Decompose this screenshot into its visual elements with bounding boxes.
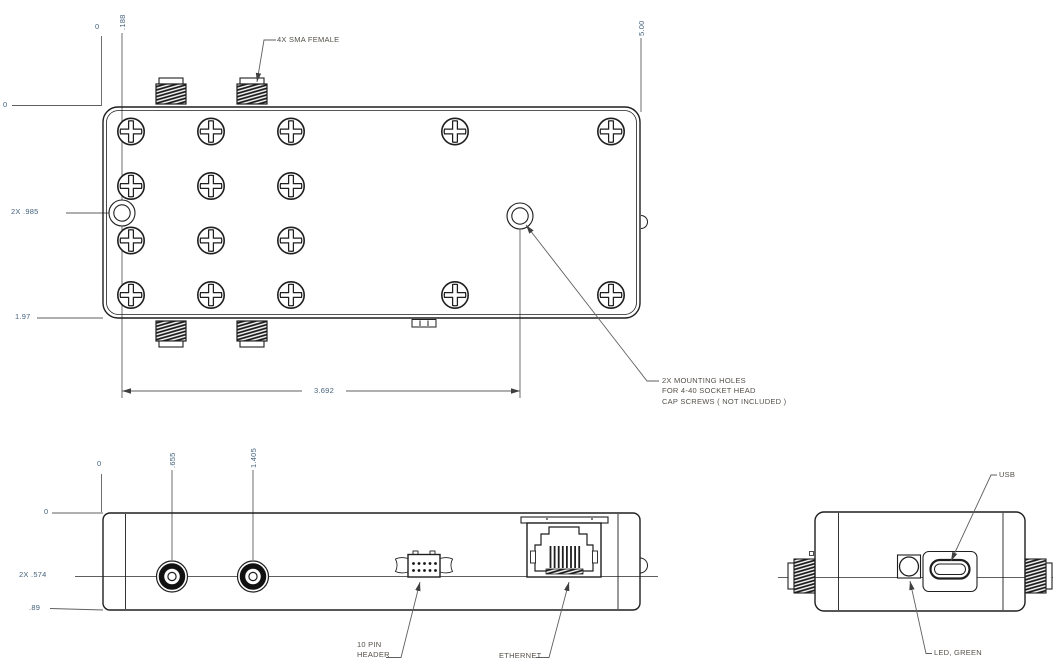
side-view [778, 474, 1053, 654]
top-view-dimension-lines [12, 33, 642, 398]
top-dim-zero-top: 0 [95, 22, 100, 31]
led-callout: LED, GREEN [934, 648, 982, 657]
header-edge-view [411, 319, 437, 328]
front-dim-655: .655 [168, 452, 177, 468]
sma-jack-front-icon [155, 560, 189, 593]
sma-callout-leader [255, 39, 276, 83]
ethernet-port-icon [520, 516, 609, 578]
usb-callout-leader [950, 474, 997, 562]
led-indicator-icon [896, 554, 922, 579]
sma-connector-icon [155, 83, 187, 105]
top-dim-3692: 3.692 [302, 386, 346, 395]
top-dim-500: 5.00 [637, 20, 646, 36]
front-dim-1405: 1.405 [249, 447, 258, 468]
mounting-note-line: 2X MOUNTING HOLES [662, 376, 746, 385]
mounting-hole-icon [506, 202, 534, 230]
header-callout-line: 10 PIN [357, 640, 382, 649]
side-sma-connectors [787, 551, 1053, 594]
sma-connector-icon [1024, 558, 1047, 594]
mounting-hole-icon [108, 199, 136, 227]
top-dim-197: 1.97 [15, 312, 31, 321]
sma-connector-icon [236, 83, 268, 105]
top-dim-zero-left: 0 [3, 100, 8, 109]
sma-connector-icon [236, 320, 268, 342]
sma-connector-icon [155, 320, 187, 342]
sma-callout: 4X SMA FEMALE [277, 35, 340, 44]
top-dim-985: 2X .985 [11, 207, 39, 216]
phillips-screws [117, 117, 626, 310]
enclosure-top-outline [102, 106, 648, 319]
top-dim-188: .188 [118, 14, 127, 30]
led-callout-leader [909, 580, 932, 654]
usb-c-port-icon [922, 550, 978, 593]
sma-connector-icon [793, 558, 816, 594]
usb-edge-bump [640, 215, 648, 229]
ten-pin-header-callout: 10 PIN HEADER [357, 640, 390, 661]
sma-connectors-top-edge [155, 77, 268, 105]
front-view [49, 470, 658, 658]
ethernet-callout: ETHERNET [499, 651, 542, 660]
header-callout-leader [386, 581, 421, 658]
mounting-holes [108, 199, 534, 230]
usb-callout: USB [999, 470, 1016, 479]
front-dim-zero-top: 0 [97, 459, 102, 468]
front-dim-574: 2X .574 [19, 570, 47, 579]
ten-pin-header-icon [394, 550, 454, 578]
sma-jack-front-icon [236, 560, 270, 593]
mounting-holes-callout: 2X MOUNTING HOLES FOR 4-40 SOCKET HEAD C… [662, 376, 786, 407]
ethernet-callout-leader [536, 581, 570, 658]
front-dim-89: .89 [29, 603, 41, 612]
front-dim-zero-left: 0 [44, 507, 49, 516]
mounting-note-line: FOR 4-40 SOCKET HEAD [662, 386, 756, 396]
mounting-note-line: CAP SCREWS ( NOT INCLUDED ) [662, 396, 787, 406]
sma-connectors-bottom-edge [155, 320, 268, 348]
enclosure-side-outline [814, 511, 1026, 612]
header-callout-line: HEADER [357, 650, 390, 660]
top-view [12, 33, 659, 398]
mounting-callout-leader [525, 224, 659, 382]
side-sma-edge-bump [639, 557, 648, 574]
enclosure-front-outline [102, 512, 648, 611]
